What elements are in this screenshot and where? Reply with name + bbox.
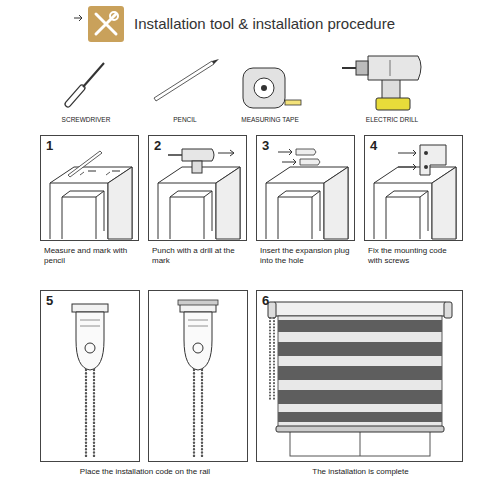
wrench-head [110,12,118,20]
step-caption: Punch with a drill at the mark [152,246,245,266]
step-number: 1 [46,139,53,152]
title-icon [88,6,124,42]
tool-label: ELECTRIC DRILL [366,116,418,123]
step-caption: Measure and mark with pencil [44,246,137,266]
roller-blind [268,302,452,456]
window-frame [374,167,456,239]
screwdriver-icon [68,63,104,104]
measuring-tape-icon [243,68,301,108]
pencil-icon [154,59,219,101]
step-number: 3 [262,139,269,152]
step-panel: 1Measure and mark with pencil [40,135,139,241]
rail [178,300,218,305]
step-panel: 5Place the installation code on the rail [40,290,140,462]
window-frame [50,167,132,239]
direction-arrow [74,15,82,21]
tool-label: PENCIL [173,116,196,123]
step-panel: 2Punch with a drill at the mark [148,135,247,241]
tool-label: SCREWDRIVER [62,116,111,123]
electric-drill-icon [342,56,421,110]
step-caption: Place the installation code on the rail [41,467,249,477]
rail-end-cap [72,304,108,456]
marking-pencil [68,151,120,177]
step-panel: 6The installation is complete [256,290,463,462]
step-panel: 3Insert the expansion plug into the hole [256,135,355,241]
step-panel: 4Fix the mounting code with screws [364,135,463,241]
step-number: 2 [154,139,161,152]
tool-label: MEASURING TAPE [241,116,299,123]
step-caption: Insert the expansion plug into the hole [260,246,353,266]
step-number: 6 [262,294,269,307]
step-number: 4 [370,139,377,152]
rail-end-cap [180,304,216,456]
tools-glyph [96,14,116,34]
title: Installation tool & installation procedu… [134,16,395,33]
step-caption: The installation is complete [257,467,464,477]
drilling [168,149,234,173]
window-frame [266,167,348,239]
step-number: 5 [46,294,53,307]
window-frame [158,167,240,239]
expansion-plugs [278,149,320,165]
step-caption: Fix the mounting code with screws [368,246,461,266]
mounting-bracket [398,145,446,175]
panel-outline [149,291,248,462]
